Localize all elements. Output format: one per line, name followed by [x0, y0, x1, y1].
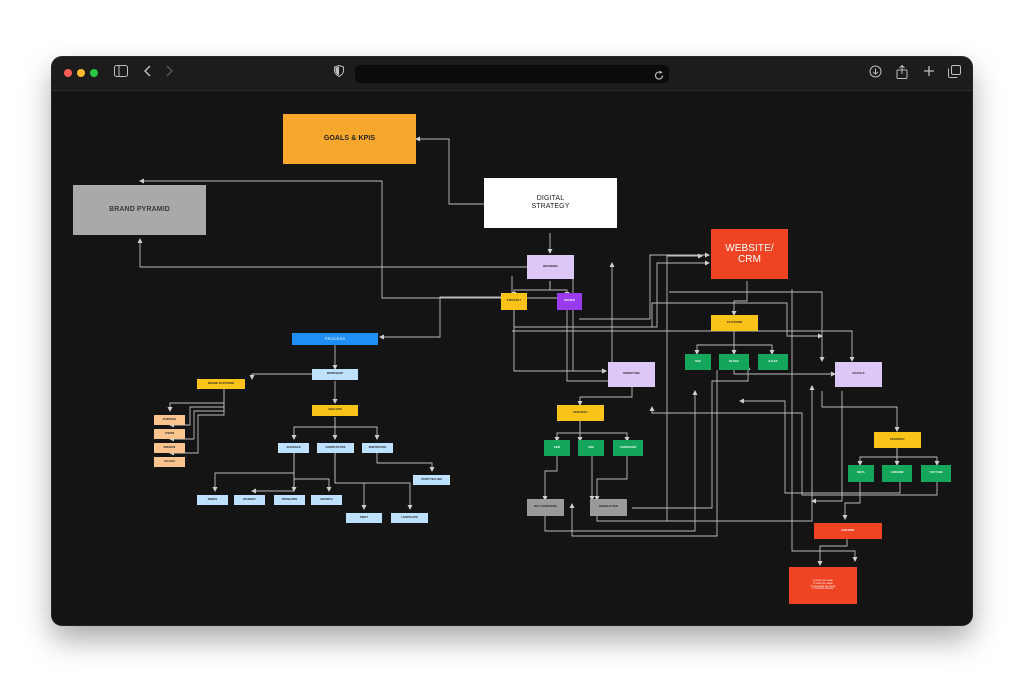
connector-lines: [137, 136, 940, 566]
close-dot[interactable]: [64, 69, 72, 77]
socials-strategy-node: STRATEGY: [874, 432, 921, 448]
vision-node: VISION: [154, 429, 185, 439]
workshop-node: WORKSHOP: [312, 369, 358, 380]
inspiration-node: INSPIRATION: [362, 443, 393, 453]
mission-node: MISSION: [154, 443, 185, 453]
swot-node: SWOT: [346, 513, 382, 523]
digital-strategy-node: DIGITAL STRATEGY: [484, 178, 617, 228]
new-tab-icon[interactable]: [923, 65, 935, 82]
audience-node: AUDIENCE: [278, 443, 309, 453]
address-bar[interactable]: [355, 65, 669, 83]
newsletter-node: NEWSLETTER: [590, 499, 627, 516]
competitors-node: COMPETITORS: [317, 443, 354, 453]
content-node: CONTENT: [814, 523, 882, 539]
download-icon[interactable]: [869, 65, 882, 83]
forward-icon[interactable]: [165, 65, 174, 82]
content-note-node: X posts per week X reels per week X caro…: [789, 567, 857, 604]
journey-node: JOURNEY: [234, 495, 265, 505]
growth-node: GROWTH: [311, 495, 342, 505]
marketing-node: MARKETING: [608, 362, 655, 387]
minimize-dot[interactable]: [77, 69, 85, 77]
zoom-dot[interactable]: [90, 69, 98, 77]
seo-node: SEO: [685, 354, 711, 370]
landscape-node: LANDSCAPE: [391, 513, 428, 523]
brand-platform-node: BRAND PLATFORM: [197, 379, 245, 389]
linkedin-node: LINKEDIN: [882, 465, 912, 482]
analysis-node: ANALYSIS: [312, 405, 358, 416]
branding-node: BRANDING: [527, 255, 574, 279]
sem-node: SEM: [544, 440, 570, 456]
branding-strategy-node: STRATEGY: [501, 293, 527, 310]
reload-icon[interactable]: [654, 68, 664, 86]
shield-icon: [334, 64, 344, 82]
browser-window: GOALS & KPIS BRAND PYRAMID DIGITAL STRAT…: [52, 57, 972, 625]
goals-kpis-node: GOALS & KPIS: [283, 114, 416, 164]
share-icon[interactable]: [896, 64, 908, 84]
diagram-canvas: GOALS & KPIS BRAND PYRAMID DIGITAL STRAT…: [52, 91, 972, 625]
back-icon[interactable]: [143, 65, 152, 82]
design-node: DESIGN: [557, 293, 582, 310]
platform-node: PLATFORM: [711, 315, 758, 331]
storytelling-node: STORYTELLING: [413, 475, 450, 485]
website-crm-node: WEBSITE/ CRM: [711, 229, 788, 279]
ads-node: ADS: [578, 440, 604, 456]
brand-pyramid-node: BRAND PYRAMID: [73, 185, 206, 235]
needs-node: NEEDS: [197, 495, 228, 505]
socials-node: SOCIALS: [835, 362, 882, 387]
blogs-node: BLOGS: [719, 354, 749, 370]
purpose-node: PURPOSE: [154, 415, 185, 425]
youtube-node: YOUTUBE: [921, 465, 951, 482]
tabs-icon[interactable]: [948, 65, 961, 83]
sales-node: SALES: [758, 354, 788, 370]
browser-toolbar: [52, 57, 972, 91]
problems-node: PROBLEMS: [274, 495, 305, 505]
process-node: PROCESS: [292, 333, 378, 345]
b2c-campaigns-node: B2C CAMPAIGNS: [527, 499, 564, 516]
marketing-strategy-node: STRATEGY: [557, 405, 604, 421]
sidebar-icon[interactable]: [114, 65, 128, 82]
campaigns-node: CAMPAIGNS: [613, 440, 643, 456]
values-node: VALUES: [154, 457, 185, 467]
meta-node: META: [848, 465, 874, 482]
